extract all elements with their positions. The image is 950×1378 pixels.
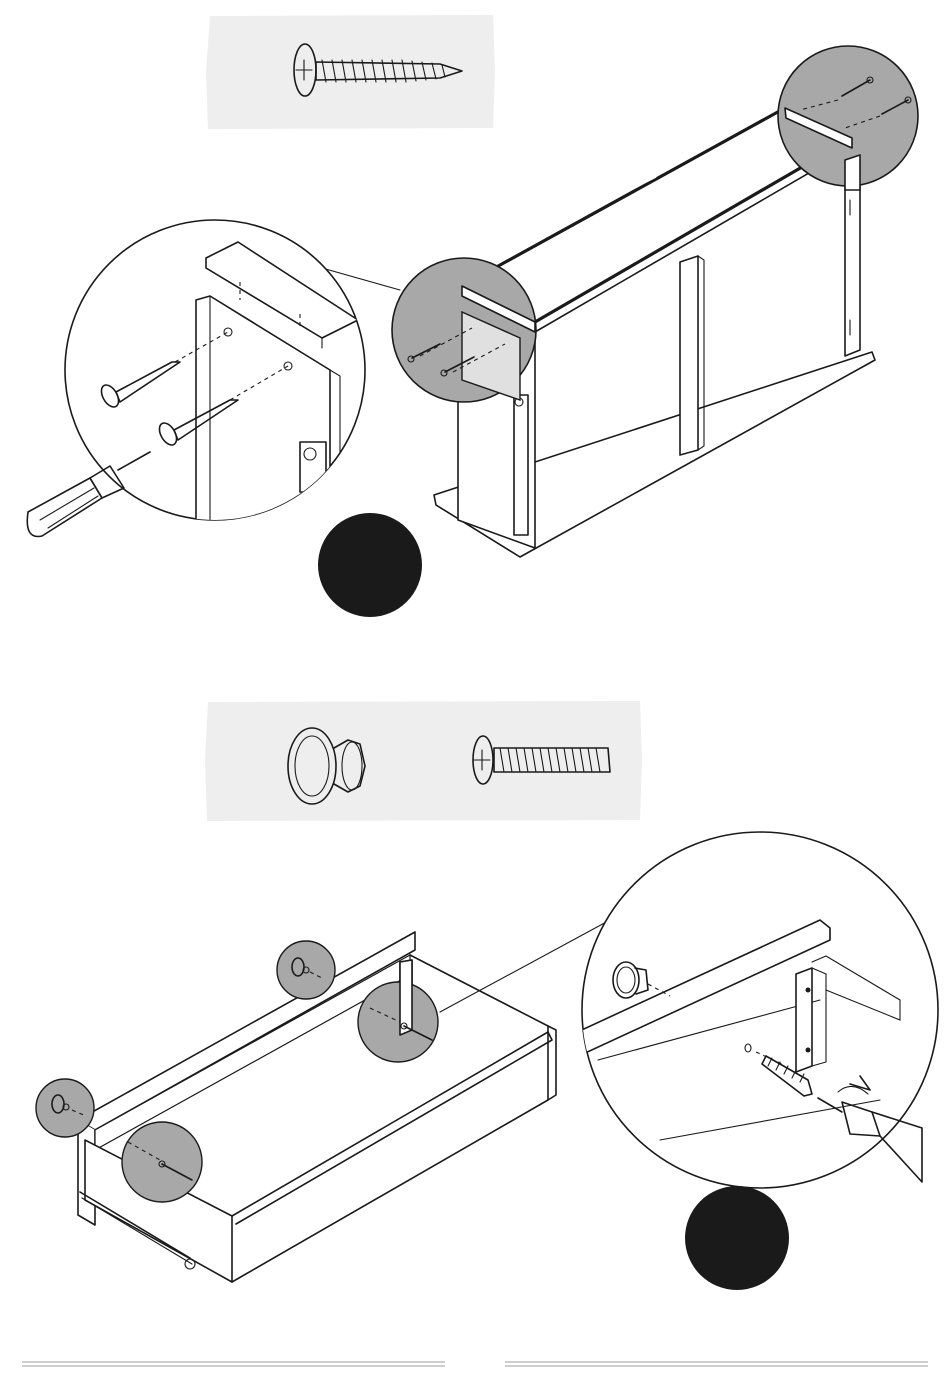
detail-circle-step-1 (27, 220, 365, 537)
step-1 (27, 15, 918, 617)
step-marker-2 (685, 1186, 789, 1290)
hardware-box-step-2 (205, 701, 642, 821)
detail-circle-step-2 (560, 832, 938, 1188)
magnifier-knob-rear (277, 941, 335, 999)
hardware-box-step-1 (206, 15, 495, 129)
step-2 (36, 701, 938, 1290)
drawer-slide-left (514, 395, 528, 535)
magnifier-left-top-joint (392, 258, 536, 402)
step-marker-1 (318, 513, 422, 617)
magnifier-screw-front (122, 1122, 202, 1202)
footer-rules (22, 1362, 928, 1366)
magnifier-knob-front (36, 1079, 94, 1137)
